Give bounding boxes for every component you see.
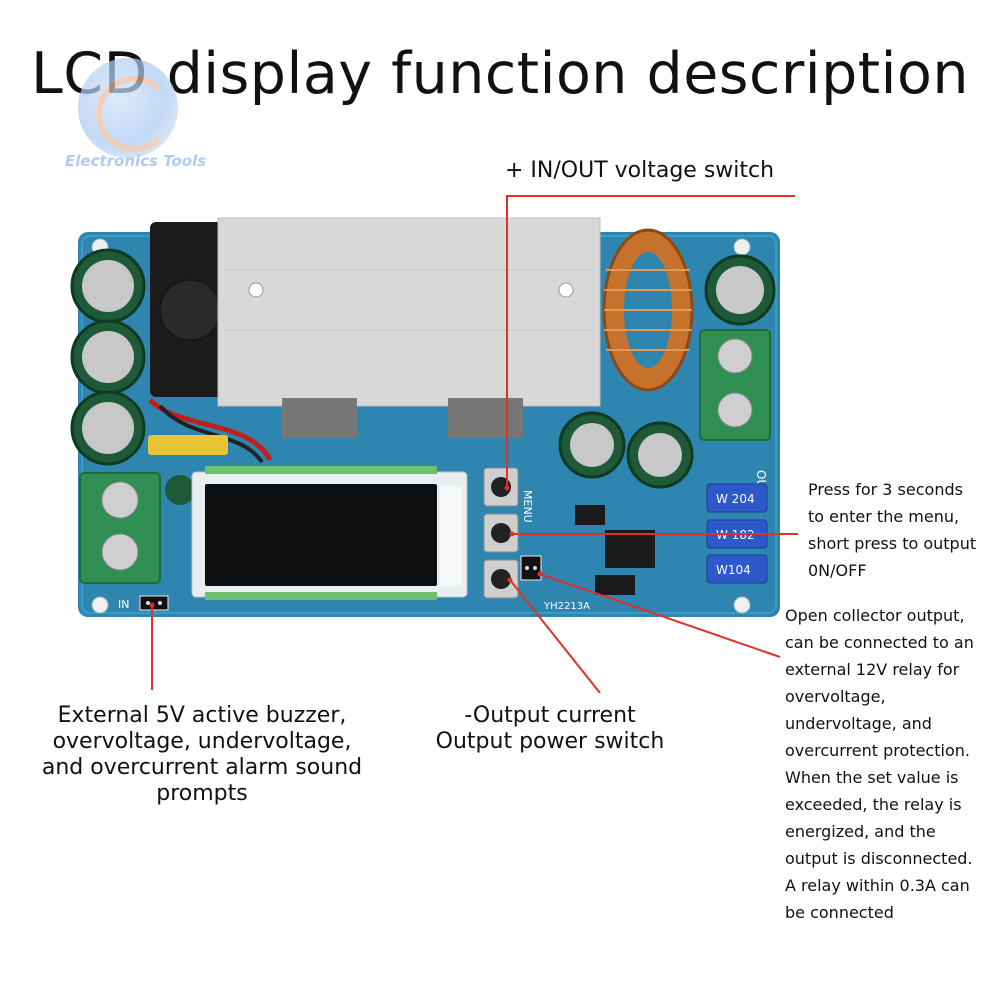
leader-lines <box>151 195 798 694</box>
heatsink <box>217 217 601 407</box>
mounting-hole <box>91 596 109 614</box>
in-mark: IN <box>118 598 129 611</box>
label-buzzer: External 5V active buzzer, overvoltage, … <box>41 703 363 806</box>
capacitor <box>165 475 195 505</box>
pot-1 <box>706 483 768 513</box>
menu-mark: MENU <box>521 490 534 523</box>
pot-3 <box>706 554 768 584</box>
mounting-hole <box>733 596 751 614</box>
label-open-collector: Open collector output, can be connected … <box>785 606 974 922</box>
leader-output <box>509 579 601 694</box>
svg-text:W 204: W 204 <box>716 492 755 506</box>
lcd-screen <box>205 484 437 586</box>
ic-chip <box>605 530 655 568</box>
mounting-hole <box>733 238 751 256</box>
label-in-out-switch: + IN/OUT voltage switch <box>505 158 775 183</box>
label-output-current: -Output current Output power switch <box>435 703 665 754</box>
leader-in-out <box>506 195 795 488</box>
leader-open-collector <box>539 573 781 658</box>
open-collector-header <box>520 555 542 581</box>
output-terminal <box>699 329 771 441</box>
brand-logo-icon <box>78 58 178 158</box>
input-terminal <box>79 472 161 584</box>
fuse <box>148 435 228 455</box>
buzzer-header <box>139 595 169 611</box>
page-title: LCD display function description <box>31 41 969 107</box>
brand-watermark: Electronics Tools <box>65 152 207 170</box>
svg-text:W104: W104 <box>716 563 751 577</box>
label-menu-press: Press for 3 seconds to enter the menu, s… <box>808 480 977 580</box>
model-mark: YH2213A <box>543 601 590 612</box>
